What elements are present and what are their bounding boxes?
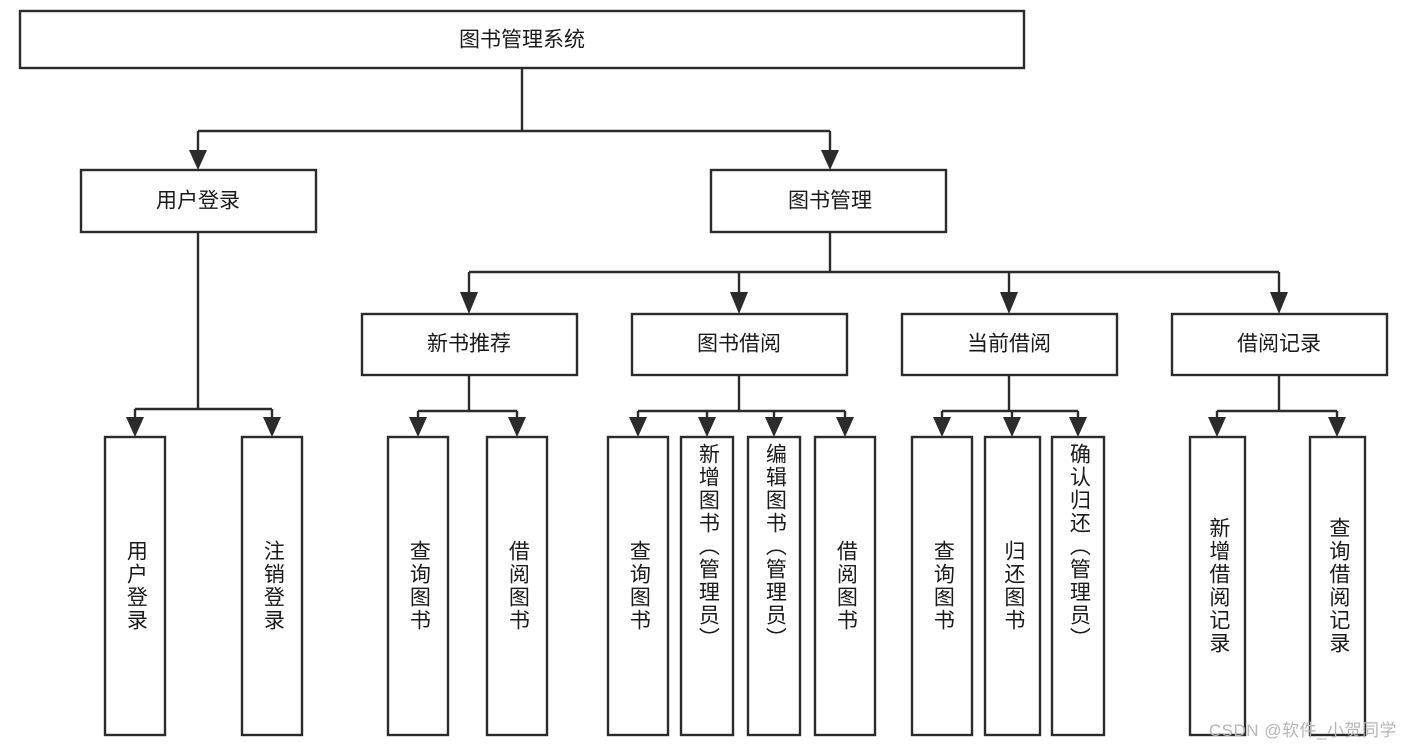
arrow-head-borrow-record <box>1270 292 1288 314</box>
node-book-borrow[interactable]: 图书借阅 <box>630 312 849 377</box>
node-leaf-query-book-1-box[interactable] <box>386 435 450 737</box>
node-leaf-query-book-3-box[interactable] <box>910 435 974 737</box>
arrow-head-leaf-query-record <box>1328 417 1346 437</box>
node-current-borrow-label: 当前借阅 <box>967 333 1051 356</box>
node-current-borrow[interactable]: 当前借阅 <box>900 312 1119 377</box>
arrow-head-leaf-user-login <box>126 417 144 437</box>
node-leaf-query-book-2-box[interactable] <box>606 435 670 737</box>
node-new-book-recommend-box[interactable] <box>360 312 579 377</box>
node-leaf-return-book-box[interactable] <box>983 435 1042 737</box>
node-book-borrow-box[interactable] <box>630 312 849 377</box>
node-current-borrow-box[interactable] <box>900 312 1119 377</box>
arrow-head-leaf-return-book <box>1003 417 1021 437</box>
arrow-head-leaf-borrow-book-1 <box>508 417 526 437</box>
node-borrow-record[interactable]: 借阅记录 <box>1170 312 1389 377</box>
node-user-login-label: 用户登录 <box>156 190 240 213</box>
node-leaf-query-record-box[interactable] <box>1308 435 1367 737</box>
node-new-book-recommend[interactable]: 新书推荐 <box>360 312 579 377</box>
arrow-head-book-borrow <box>730 292 748 314</box>
connector-layer <box>126 68 1346 437</box>
node-leaf-add-record-box[interactable] <box>1188 435 1247 737</box>
arrow-head-leaf-add-book <box>698 417 716 437</box>
node-root-label: 图书管理系统 <box>459 29 585 52</box>
node-book-manage[interactable]: 图书管理 <box>709 168 948 234</box>
arrow-head-leaf-add-record <box>1208 417 1226 437</box>
node-new-book-recommend-label: 新书推荐 <box>427 333 511 356</box>
node-leaf-borrow-book-1-box[interactable] <box>485 435 549 737</box>
arrow-head-leaf-edit-book <box>765 417 783 437</box>
node-leaf-edit-book-box[interactable] <box>746 435 802 737</box>
node-root[interactable]: 图书管理系统 <box>18 9 1026 70</box>
node-book-manage-label: 图书管理 <box>788 190 872 213</box>
arrow-head-new-book-recommend <box>460 292 478 314</box>
node-book-borrow-label: 图书借阅 <box>697 333 781 356</box>
node-leaf-logout-box[interactable] <box>240 435 304 737</box>
arrow-head-book-manage <box>821 150 839 170</box>
arrow-head-leaf-query-book-2 <box>629 417 647 437</box>
arrow-head-leaf-query-book-1 <box>409 417 427 437</box>
node-leaf-borrow-book-2-box[interactable] <box>813 435 877 737</box>
arrow-head-current-borrow <box>1000 292 1018 314</box>
arrow-head-leaf-logout <box>263 417 281 437</box>
arrow-head-leaf-borrow-book-2 <box>836 417 854 437</box>
leaf-box-layer <box>103 435 1367 737</box>
arrow-head-leaf-query-book-3 <box>933 417 951 437</box>
node-user-login[interactable]: 用户登录 <box>79 168 318 234</box>
node-leaf-add-book-box[interactable] <box>679 435 735 737</box>
node-root-box[interactable] <box>18 9 1026 70</box>
arrow-head-leaf-confirm-return <box>1069 417 1087 437</box>
node-leaf-user-login-box[interactable] <box>103 435 167 737</box>
arrow-head-user-login <box>189 150 207 170</box>
node-borrow-record-label: 借阅记录 <box>1237 333 1321 356</box>
node-user-login-box[interactable] <box>79 168 318 234</box>
node-borrow-record-box[interactable] <box>1170 312 1389 377</box>
csdn-watermark: CSDN @软件_小贺同学 <box>1208 721 1397 740</box>
node-leaf-confirm-return-box[interactable] <box>1050 435 1106 737</box>
node-book-manage-box[interactable] <box>709 168 948 234</box>
